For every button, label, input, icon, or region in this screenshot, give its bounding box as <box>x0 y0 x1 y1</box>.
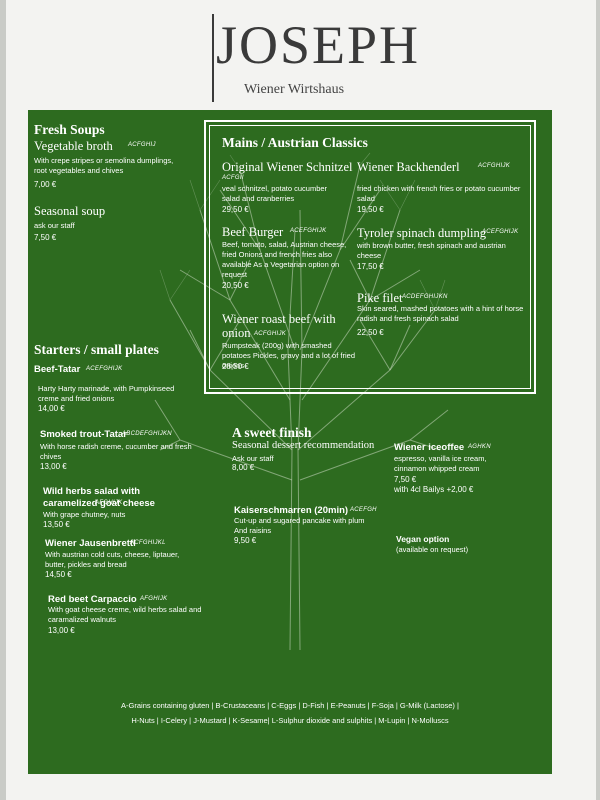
starter-allergens-red-beet: AFGHIJK <box>140 596 168 602</box>
logo-rule <box>212 14 214 102</box>
main-desc-burger: Beef, tomato, salad, Austrian cheese, fr… <box>222 240 347 279</box>
main-allergens-burger: ACEFGHIJK <box>290 228 327 234</box>
main-name-spinach-dumpling: Tyroler spinach dumpling <box>357 226 486 240</box>
main-desc-schnitzel: veal schnitzel, potato cucumber salad an… <box>222 184 328 203</box>
main-name-pike-filet: Pike filet <box>357 291 403 305</box>
main-name-schnitzel: Original Wiener Schnitzel <box>222 160 353 174</box>
starter-name-herbs-salad: Wild herbs salad with caramelized goat c… <box>43 486 155 509</box>
main-allergens-backhenderl: ACFGHIJK <box>478 163 511 169</box>
main-desc-roast-beef: Rumpsteak (200g) with smashed potatoes P… <box>222 341 355 370</box>
main-name-burger: Beef Burger <box>222 225 284 239</box>
starter-price-herbs-salad: 13,50 € <box>43 520 70 529</box>
brand-name: JOSEPH <box>216 15 421 75</box>
starter-desc-jausenbrettl: With austrian cold cuts, cheese, liptaue… <box>45 550 180 569</box>
starter-desc-beef-tatar: Harty Harty marinade, with Pumpkinseed c… <box>38 384 175 403</box>
allergen-legend-line-2: H-Nuts | I-Celery | J-Mustard | K-Sesame… <box>131 716 449 725</box>
dessert-name-kaiserschmarren: Kaiserschmarren (20min) <box>234 505 349 516</box>
main-price-roast-beef: 28,50 € <box>222 362 249 371</box>
main-desc-pike-filet: Skin seared, mashed potatoes with a hint… <box>357 304 524 323</box>
soup-allergens-vegetable-broth: ACFGHIJ <box>128 142 156 148</box>
dessert-price-kaiserschmarren: 9,50 € <box>234 536 257 545</box>
dessert-price-iceoffee: 7,50 € <box>394 475 417 484</box>
brand-subtitle: Wiener Wirtshaus <box>244 82 345 97</box>
main-price-pike-filet: 22,50 € <box>357 328 384 337</box>
starter-name-jausenbrettl: Wiener Jausenbrettl <box>45 538 136 549</box>
soups-heading: Fresh Soups <box>34 122 105 137</box>
starters-heading: Starters / small plates <box>34 342 159 357</box>
starter-desc-red-beet: With goat cheese creme, wild herbs salad… <box>48 605 202 624</box>
starter-desc-herbs-salad: With grape chutney, nuts <box>43 510 126 519</box>
dessert-desc-iceoffee: espresso, vanilla ice cream, cinnamon wh… <box>394 454 487 473</box>
soup-price-seasonal: 7,50 € <box>34 233 57 242</box>
dessert-allergens-kaiserschmarren: ACEFGH <box>350 507 377 513</box>
soup-name-vegetable-broth: Vegetable broth <box>34 139 113 153</box>
starter-allergens-herbs-salad: AFGHIJK <box>95 500 123 506</box>
main-price-backhenderl: 19,50 € <box>357 205 384 214</box>
dessert-extra-iceoffee: with 4cl Bailys +2,00 € <box>394 485 474 494</box>
mains-box <box>204 120 536 394</box>
mains-heading: Mains / Austrian Classics <box>222 135 368 150</box>
vegan-option-note: (available on request) <box>396 545 469 554</box>
dessert-price-seasonal: 8,00 € <box>232 463 255 472</box>
starter-name-trout-tatar: Smoked trout-Tatar <box>40 429 127 440</box>
starter-price-jausenbrettl: 14,50 € <box>45 570 72 579</box>
main-allergens-pike-filet: ACDEFGHIJKN <box>402 294 448 300</box>
main-allergens-spinach-dumpling: ACEFGHIJK <box>482 229 519 235</box>
main-price-burger: 20,50 € <box>222 281 249 290</box>
mains-box-inner <box>209 125 531 389</box>
dessert-name-iceoffee: Wiener iceoffee <box>394 442 465 453</box>
starter-allergens-trout-tatar: ABCDEFGHIJKN <box>122 431 172 437</box>
soup-desc-seasonal: ask our staff <box>34 221 75 230</box>
vegan-option-label: Vegan option <box>396 534 450 544</box>
tree-illustration <box>154 152 449 650</box>
main-price-spinach-dumpling: 17,50 € <box>357 262 384 271</box>
dessert-desc-kaiserschmarren: Cut-up and sugared pancake with plum And… <box>234 516 365 535</box>
main-name-backhenderl: Wiener Backhenderl <box>357 160 460 174</box>
desserts-heading: A sweet finish <box>232 425 312 440</box>
main-allergens-schnitzel: ACFGII <box>222 175 244 181</box>
main-desc-backhenderl: fried chicken with french fries or potat… <box>357 184 521 203</box>
dessert-allergens-iceoffee: AGHKN <box>468 444 491 450</box>
starter-desc-trout-tatar: With horse radish creme, cucumber and fr… <box>40 442 192 461</box>
allergen-legend-line-1: A-Grains containing gluten | B-Crustacea… <box>121 701 459 710</box>
starter-allergens-jausenbrettl: ACFGHIJKL <box>130 540 166 546</box>
starter-name-red-beet: Red beet Carpaccio <box>48 594 137 605</box>
starter-price-red-beet: 13,00 € <box>48 626 75 635</box>
main-allergens-roast-beef: ACFGHIJK <box>254 331 287 337</box>
main-desc-spinach-dumpling: with brown butter, fresh spinach and aus… <box>357 241 506 260</box>
dessert-name-seasonal: Seasonal dessert recommendation <box>232 440 375 451</box>
dessert-desc-seasonal: Ask our staff <box>232 454 274 463</box>
soup-name-seasonal: Seasonal soup <box>34 204 106 218</box>
starter-price-trout-tatar: 13,00 € <box>40 462 67 471</box>
menu-green-panel <box>28 110 552 774</box>
starter-allergens-beef-tatar: ACEFGHIJK <box>86 366 123 372</box>
starter-price-beef-tatar: 14,00 € <box>38 404 65 413</box>
main-name-roast-beef: Wiener roast beef with onion <box>222 312 336 340</box>
starter-name-beef-tatar: Beef-Tatar <box>34 364 81 375</box>
main-price-schnitzel: 29,50 € <box>222 205 249 214</box>
soup-price-vegetable-broth: 7,00 € <box>34 180 57 189</box>
soup-desc-vegetable-broth: With crepe stripes or semolina dumplings… <box>34 156 174 175</box>
